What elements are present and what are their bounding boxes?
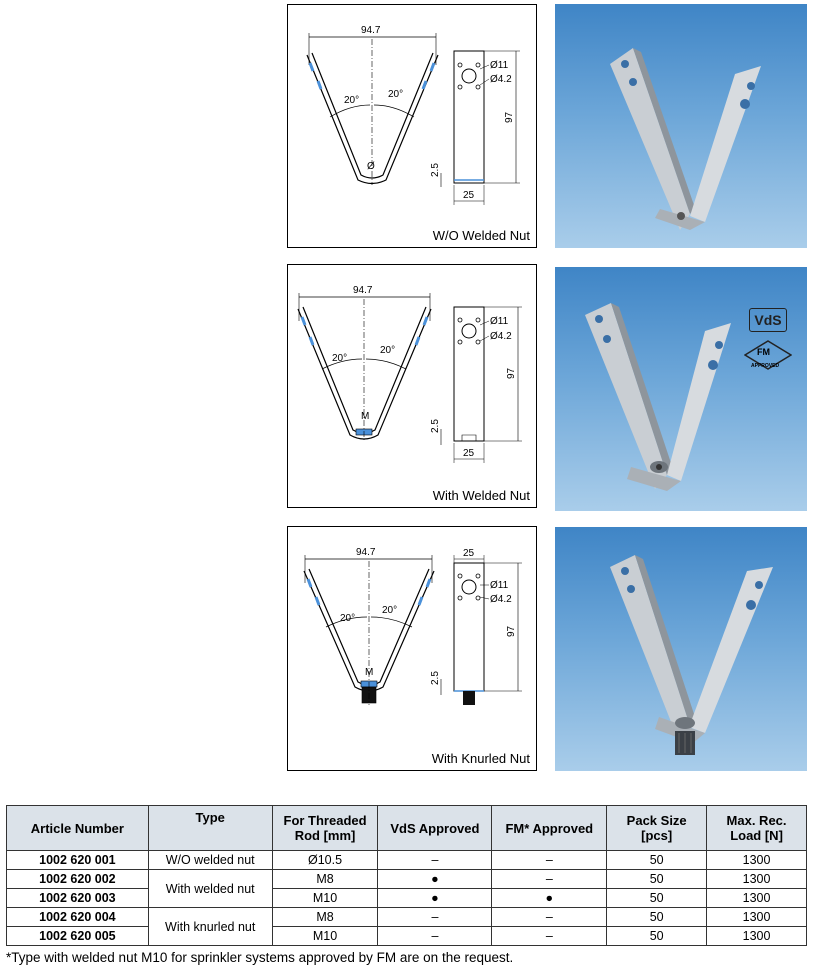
hole-small-label: Ø4.2: [490, 331, 512, 342]
drawing-caption: W/O Welded Nut: [432, 228, 530, 243]
load-cell: 1300: [706, 869, 807, 889]
technical-drawing: 94.7 20° 20° M Ø11 Ø4.2 97 2.5: [297, 285, 522, 463]
table-row: 1002 620 004 With knurled nut M8 – – 50 …: [6, 907, 807, 946]
fm-cell: –: [491, 869, 608, 889]
plate-width-dimension: 25: [463, 190, 475, 201]
vds-cell: –: [377, 926, 493, 946]
angle-left-label: 20°: [344, 95, 359, 106]
rod-mark-label: M: [361, 411, 369, 422]
hole-large-label: Ø11: [490, 580, 509, 591]
width-dimension: 94.7: [356, 547, 376, 558]
fm-approval-icon: [744, 340, 792, 370]
rod-cell: Ø10.5: [271, 850, 379, 870]
drawing-caption: With Knurled Nut: [431, 751, 530, 766]
height-dimension: 97: [504, 111, 515, 123]
drawing-panel-with-knurled-nut: 94.7 20° 20° M 25 Ø11 Ø4.2: [287, 526, 537, 771]
hole-large-label: Ø11: [490, 60, 509, 71]
load-cell: 1300: [706, 850, 807, 870]
pack-cell: 50: [606, 926, 708, 946]
pack-cell: 50: [606, 850, 708, 870]
fm-approval-label: FM: [757, 347, 770, 357]
height-dimension: 97: [506, 367, 517, 379]
angle-right-label: 20°: [388, 89, 403, 100]
col-header-type: Type: [147, 805, 273, 851]
angle-left-label: 20°: [340, 613, 355, 624]
drawing-panel-wo-welded-nut: 94.7 20° 20° Ø Ø11 Ø4.2 97 2.5 25: [287, 4, 537, 248]
plate-width-dimension: 25: [463, 448, 475, 459]
rod-cell: M8: [271, 907, 379, 927]
table-row: 1002 620 003 M10 ● ● 50 1300: [6, 888, 807, 908]
fm-approval-sublabel: APPROVED: [751, 363, 780, 369]
rod-mark-label: M: [365, 667, 373, 678]
table-row: 1002 620 005 M10 – – 50 1300: [6, 926, 807, 946]
product-spec-table: Article Number Type For Threaded Rod [mm…: [6, 805, 807, 946]
fm-cell: –: [491, 850, 608, 870]
article-number: 1002 620 002: [6, 869, 149, 889]
height-dimension: 97: [506, 625, 517, 637]
table-row: 1002 620 002 With welded nut M8 ● – 50 1…: [6, 869, 807, 908]
col-header-pack: Pack Size [pcs]: [606, 805, 708, 851]
vds-cell: ●: [377, 869, 493, 889]
product-photo-wo-welded-nut: [555, 4, 807, 248]
angle-left-label: 20°: [332, 353, 347, 364]
pack-cell: 50: [606, 869, 708, 889]
vds-approval-badge: VdS: [749, 308, 787, 332]
angle-right-label: 20°: [380, 345, 395, 356]
col-header-vds: VdS Approved: [377, 805, 493, 851]
col-header-load: Max. Rec. Load [N]: [706, 805, 807, 851]
article-number: 1002 620 005: [6, 926, 149, 946]
angle-right-label: 20°: [382, 605, 397, 616]
hanger-photo: [585, 303, 731, 491]
pack-cell: 50: [606, 888, 708, 908]
pack-cell: 50: [606, 907, 708, 927]
article-number: 1002 620 004: [6, 907, 149, 927]
drawing-panel-with-welded-nut: 94.7 20° 20° M Ø11 Ø4.2 97 2.5: [287, 264, 537, 508]
type-cell: With welded nut: [147, 869, 273, 908]
col-header-article: Article Number: [6, 805, 149, 851]
plate-width-dimension: 25: [463, 548, 475, 559]
hole-small-label: Ø4.2: [490, 594, 512, 605]
width-dimension: 94.7: [361, 25, 381, 36]
rod-cell: M10: [271, 926, 379, 946]
load-cell: 1300: [706, 926, 807, 946]
fm-cell: ●: [491, 888, 608, 908]
rod-mark-label: Ø: [367, 161, 375, 172]
fm-cell: –: [491, 926, 608, 946]
product-photo-with-welded-nut: [555, 267, 807, 511]
table-header-row: Article Number Type For Threaded Rod [mm…: [6, 805, 807, 851]
type-cell: W/O welded nut: [147, 850, 273, 870]
vds-cell: ●: [377, 888, 493, 908]
product-photo-with-knurled-nut: [555, 527, 807, 771]
article-number: 1002 620 001: [6, 850, 149, 870]
col-header-rod: For Threaded Rod [mm]: [271, 805, 379, 851]
base-dimension: 2.5: [430, 419, 441, 433]
rod-cell: M8: [271, 869, 379, 889]
hanger-photo: [610, 555, 773, 755]
footnote: *Type with welded nut M10 for sprinkler …: [6, 950, 514, 965]
technical-drawing: 94.7 20° 20° M 25 Ø11 Ø4.2: [303, 547, 522, 705]
drawing-caption: With Welded Nut: [432, 488, 530, 503]
type-cell: With knurled nut: [147, 907, 273, 946]
fm-cell: –: [491, 907, 608, 927]
load-cell: 1300: [706, 888, 807, 908]
technical-drawing: 94.7 20° 20° Ø Ø11 Ø4.2 97 2.5 25: [306, 25, 520, 205]
vds-cell: –: [377, 850, 493, 870]
hole-small-label: Ø4.2: [490, 74, 512, 85]
hanger-photo: [610, 48, 761, 230]
load-cell: 1300: [706, 907, 807, 927]
rod-cell: M10: [271, 888, 379, 908]
vds-cell: –: [377, 907, 493, 927]
hole-large-label: Ø11: [490, 316, 509, 327]
base-dimension: 2.5: [430, 163, 441, 177]
table-row: 1002 620 001 W/O welded nut Ø10.5 – – 50…: [6, 850, 807, 870]
col-header-fm: FM* Approved: [491, 805, 608, 851]
width-dimension: 94.7: [353, 285, 373, 296]
article-number: 1002 620 003: [6, 888, 149, 908]
base-dimension: 2.5: [430, 671, 441, 685]
